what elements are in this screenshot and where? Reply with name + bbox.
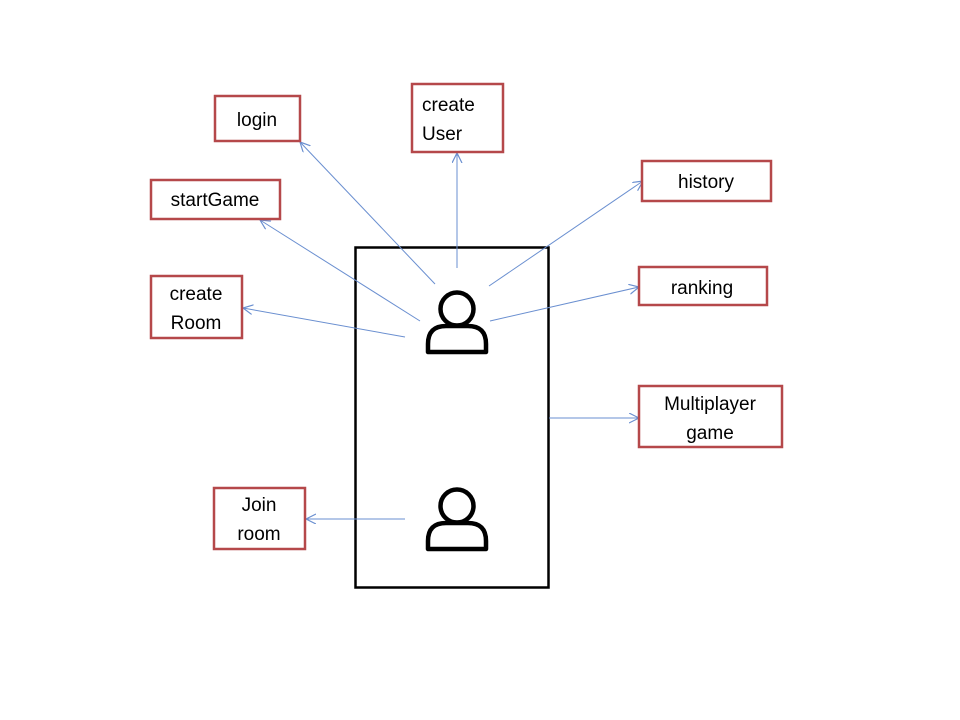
start-game-label: startGame: [171, 190, 260, 211]
history-label: history: [678, 172, 734, 193]
start-game-box: [149, 178, 282, 221]
create-user-label-line-2: User: [422, 124, 463, 145]
use-case-multiplayer-game: Multiplayer game: [637, 384, 784, 449]
login-box: [213, 94, 302, 143]
join-room-label-line-1: Join: [242, 495, 277, 516]
system-boundary: [354, 246, 550, 589]
ranking-label: ranking: [671, 278, 733, 299]
login-label: login: [237, 110, 277, 131]
multiplayer-game-box: [637, 384, 784, 449]
connectors: [243, 142, 643, 519]
create-user-box: [410, 82, 505, 154]
arrow-to-create-room: [243, 308, 406, 338]
arrow-to-history: [488, 181, 643, 287]
use-case-create-user: create User: [410, 82, 505, 154]
create-room-box: [149, 274, 244, 340]
multiplayer-game-label-line-1: Multiplayer: [664, 394, 757, 415]
use-case-history: history: [640, 159, 773, 203]
use-case-login: login: [213, 94, 302, 143]
arrow-to-login: [300, 142, 436, 285]
use-case-ranking: ranking: [637, 265, 769, 307]
create-room-label-line-2: Room: [171, 313, 222, 334]
use-case-create-room: create Room: [149, 274, 244, 340]
create-room-label-line-1: create: [170, 284, 223, 305]
join-room-box: [212, 486, 307, 551]
arrow-to-start-game: [260, 220, 421, 322]
create-user-label-line-1: create: [422, 95, 475, 116]
user-icon: [425, 290, 489, 355]
use-case-join-room: Join room: [212, 486, 307, 551]
history-box: [640, 159, 773, 203]
user-icon: [425, 487, 489, 552]
ranking-box: [637, 265, 769, 307]
join-room-label-line-2: room: [237, 524, 280, 545]
use-case-start-game: startGame: [149, 178, 282, 221]
arrow-to-ranking: [489, 287, 639, 322]
multiplayer-game-label-line-2: game: [686, 423, 734, 444]
